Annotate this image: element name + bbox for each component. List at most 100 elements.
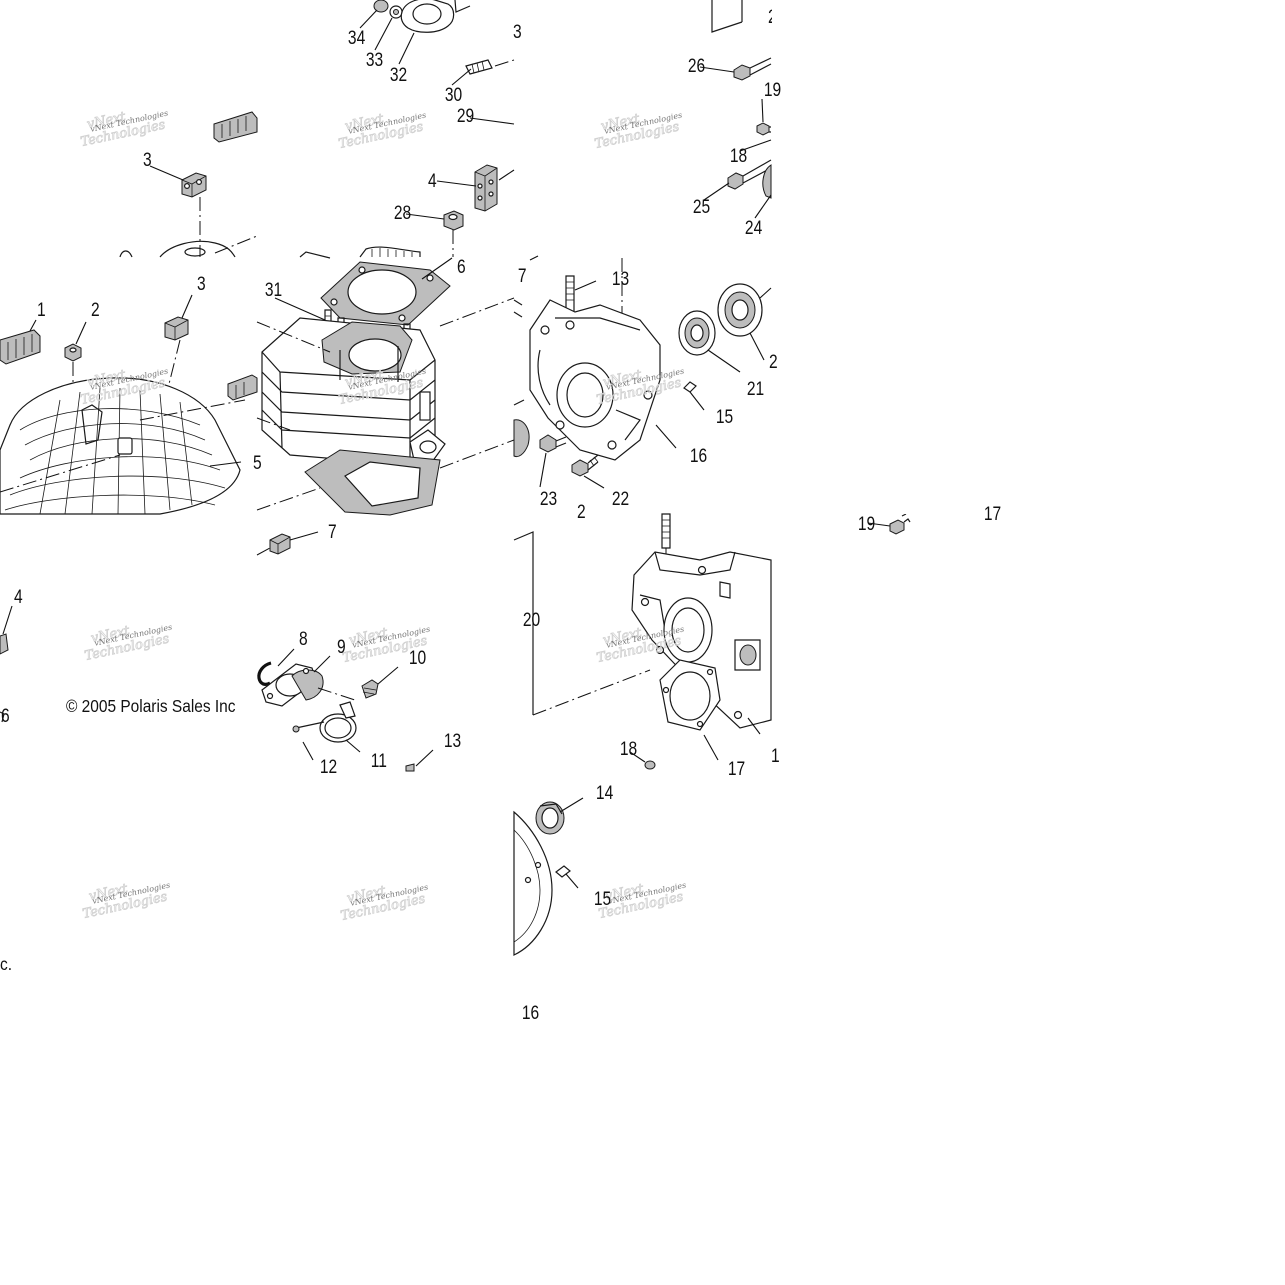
callout-2: 2 xyxy=(91,299,100,321)
tile-intake xyxy=(256,531,434,772)
callout-26: 26 xyxy=(688,55,705,77)
tile-bottom-left xyxy=(0,605,13,723)
callout-16: 16 xyxy=(522,1002,539,1024)
tile-far-right xyxy=(867,513,911,535)
part-6-gasket-icon xyxy=(320,261,451,326)
callout-31: 31 xyxy=(265,279,282,301)
callout-28: 28 xyxy=(394,202,411,224)
part-26-bolt-icon xyxy=(733,57,772,81)
callout-15: 15 xyxy=(716,406,733,428)
part-1-bracket-icon xyxy=(0,329,41,365)
tile-masks xyxy=(0,0,1285,772)
callout-13: 13 xyxy=(612,268,629,290)
callout-21: 21 xyxy=(747,378,764,400)
part-7-block-icon xyxy=(269,533,291,555)
callout-1: 1 xyxy=(771,745,780,767)
crankcase-half-icon xyxy=(529,299,661,461)
tile-top-middle: 3 xyxy=(299,0,522,259)
tile-cylinder-head xyxy=(0,294,258,515)
part-23-bolt-icon xyxy=(539,434,567,453)
callout-5: 5 xyxy=(253,452,262,474)
callout-19: 19 xyxy=(858,513,875,535)
part-8-o-ring-icon xyxy=(257,661,272,686)
watermark: vNext Technologies vNext Technologies xyxy=(337,111,427,153)
part-30-stud-icon xyxy=(465,59,493,75)
callout-17: 17 xyxy=(984,503,1001,525)
part-22-bolt-icon xyxy=(571,454,599,477)
part-9-intake-flange-icon xyxy=(261,663,324,707)
cylinder-head-icon xyxy=(0,377,241,515)
svg-text:7: 7 xyxy=(518,265,527,287)
callout-6: 6 xyxy=(457,256,466,278)
callout-4: 4 xyxy=(428,170,437,192)
callout-23: 23 xyxy=(540,488,557,510)
callout-2: 2 xyxy=(769,351,778,373)
tile-cover xyxy=(513,797,584,956)
callout-25: 25 xyxy=(693,196,710,218)
watermark: vNext Technologies vNext Technologies xyxy=(339,883,429,925)
tile-top-right: 2 xyxy=(699,0,777,219)
part-19-screw-icon xyxy=(889,518,911,535)
part-20-bearing-icon xyxy=(717,283,763,337)
callout-29: 29 xyxy=(457,105,474,127)
crankcase-cover-icon xyxy=(513,810,553,956)
callout-14: 14 xyxy=(596,782,614,804)
tile-crankcase-lower xyxy=(513,513,772,770)
part-32-gasket-icon xyxy=(400,0,455,33)
callout-22: 22 xyxy=(612,488,629,510)
callout-13: 13 xyxy=(444,730,461,752)
part-11-clamp-icon xyxy=(319,701,357,743)
callout-15: 15 xyxy=(594,888,611,910)
copyright-block: © 2005 Polaris Sales Inc c. xyxy=(0,696,236,974)
callout-33: 33 xyxy=(366,49,383,71)
callout-3: 3 xyxy=(143,149,152,171)
part-4-block-icon xyxy=(474,164,498,212)
callout-12: 12 xyxy=(320,756,337,778)
callout-9: 9 xyxy=(337,636,346,658)
part-17-gasket-icon xyxy=(659,659,721,731)
copyright-fragment: c. xyxy=(0,954,12,974)
callout-34: 34 xyxy=(348,27,366,49)
callout-6: 6 xyxy=(1,705,10,727)
part-19-bolt-icon xyxy=(756,122,771,136)
part-25-bolt-icon xyxy=(727,159,772,190)
cylinder-block-icon xyxy=(261,317,446,466)
callout-18: 18 xyxy=(620,738,637,760)
callout-18: 18 xyxy=(730,145,747,167)
part-14-seal-icon xyxy=(535,801,565,835)
svg-text:3: 3 xyxy=(513,21,522,43)
part-28-nut-icon xyxy=(443,210,464,231)
callout-24: 24 xyxy=(745,217,763,239)
callout-8: 8 xyxy=(299,628,308,650)
callout-16: 16 xyxy=(690,445,707,467)
callout-7: 7 xyxy=(328,521,337,543)
callout-2: 2 xyxy=(577,501,586,523)
callout-1: 1 xyxy=(37,299,46,321)
callout-20: 20 xyxy=(523,609,540,631)
callout-11: 11 xyxy=(371,750,387,772)
part-10-bolt-icon xyxy=(361,679,379,699)
part-15-dowel-icon xyxy=(683,381,697,393)
part-2-nut-icon xyxy=(64,343,82,362)
part-3-block-icon xyxy=(164,316,189,341)
watermark: vNext Technologies vNext Technologies xyxy=(81,881,171,923)
callout-30: 30 xyxy=(445,84,462,106)
base-gasket-icon xyxy=(304,449,441,516)
watermark: vNext Technologies vNext Technologies xyxy=(593,111,683,153)
callout-19: 19 xyxy=(764,79,781,101)
part-3-block-icon xyxy=(181,172,207,198)
part-34-nut-icon xyxy=(373,0,389,13)
crankcase-lower-icon xyxy=(631,551,772,729)
callout-labels: 34 33 32 30 29 26 19 18 25 24 3 4 28 6 3… xyxy=(1,27,1001,1024)
callout-4: 4 xyxy=(14,586,23,608)
part-33-washer-icon xyxy=(389,5,403,19)
callout-3: 3 xyxy=(197,273,206,295)
part-12-screw-icon xyxy=(292,721,325,733)
part-1-bracket-icon xyxy=(213,111,258,143)
tile-cylinder xyxy=(256,257,515,516)
callout-17: 17 xyxy=(728,758,745,780)
tile-top-left xyxy=(119,111,258,258)
part-21-bearing-icon xyxy=(678,310,716,356)
callout-10: 10 xyxy=(409,647,426,669)
